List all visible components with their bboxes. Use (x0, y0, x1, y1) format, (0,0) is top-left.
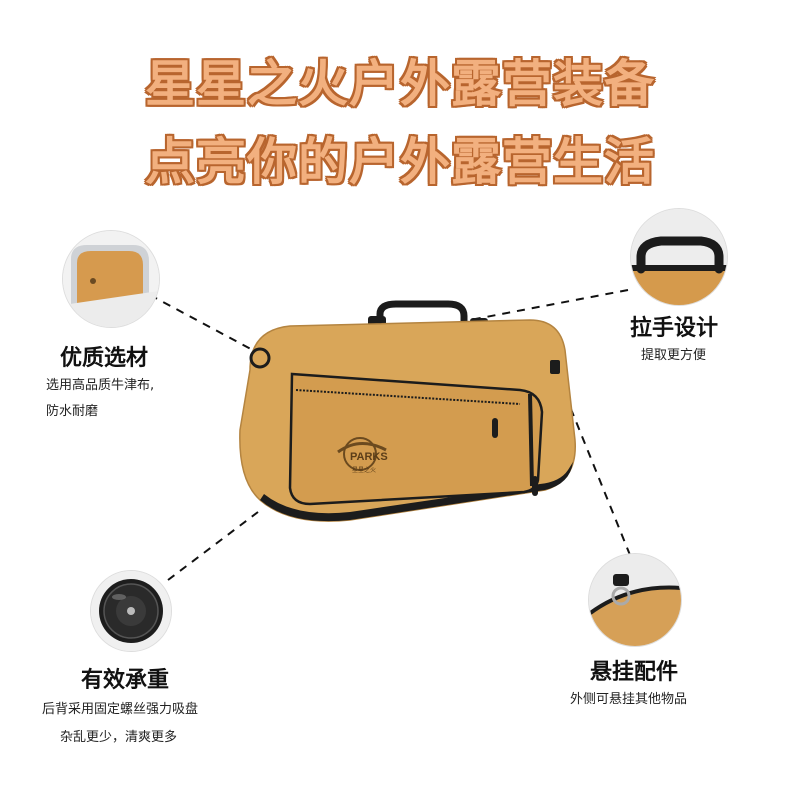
leader-line-hanging (555, 371, 631, 556)
bag-front-pocket (288, 372, 544, 506)
brand-logo-text: PARKS (350, 451, 388, 463)
handle-detail-image (630, 208, 728, 306)
feature-desc-material-2: 防水耐磨 (46, 404, 99, 419)
feature-title-material: 优质选材 (60, 346, 149, 371)
headline-line-1: 星星之火户外露营装备 (145, 55, 655, 113)
headline-line-2: 点亮你的户外露营生活 (145, 133, 655, 191)
material-detail-image (62, 230, 160, 328)
suction-cup-detail-image (90, 570, 172, 652)
brand-logo-subtext: 星星之火 (352, 466, 376, 474)
feature-desc-handle-1: 提取更方便 (641, 348, 707, 363)
feature-desc-material-1: 选用高品质牛津布, (46, 378, 155, 393)
brand-logo (337, 437, 387, 471)
feature-title-bearing: 有效承重 (81, 668, 170, 693)
feature-desc-bearing-2: 杂乱更少，清爽更多 (60, 730, 178, 745)
feature-desc-hanging-1: 外侧可悬挂其他物品 (570, 692, 688, 707)
leader-line-material (149, 294, 263, 356)
leader-line-handle (469, 289, 629, 321)
leader-line-bearing (167, 511, 259, 581)
feature-title-hanging: 悬挂配件 (590, 660, 679, 685)
feature-desc-bearing-1: 后背采用固定螺丝强力吸盘 (42, 702, 199, 717)
bag-product-image: PARKS 星星之火 (239, 300, 576, 522)
hanging-ring-detail-image (588, 553, 682, 647)
feature-title-handle: 拉手设计 (630, 316, 719, 341)
